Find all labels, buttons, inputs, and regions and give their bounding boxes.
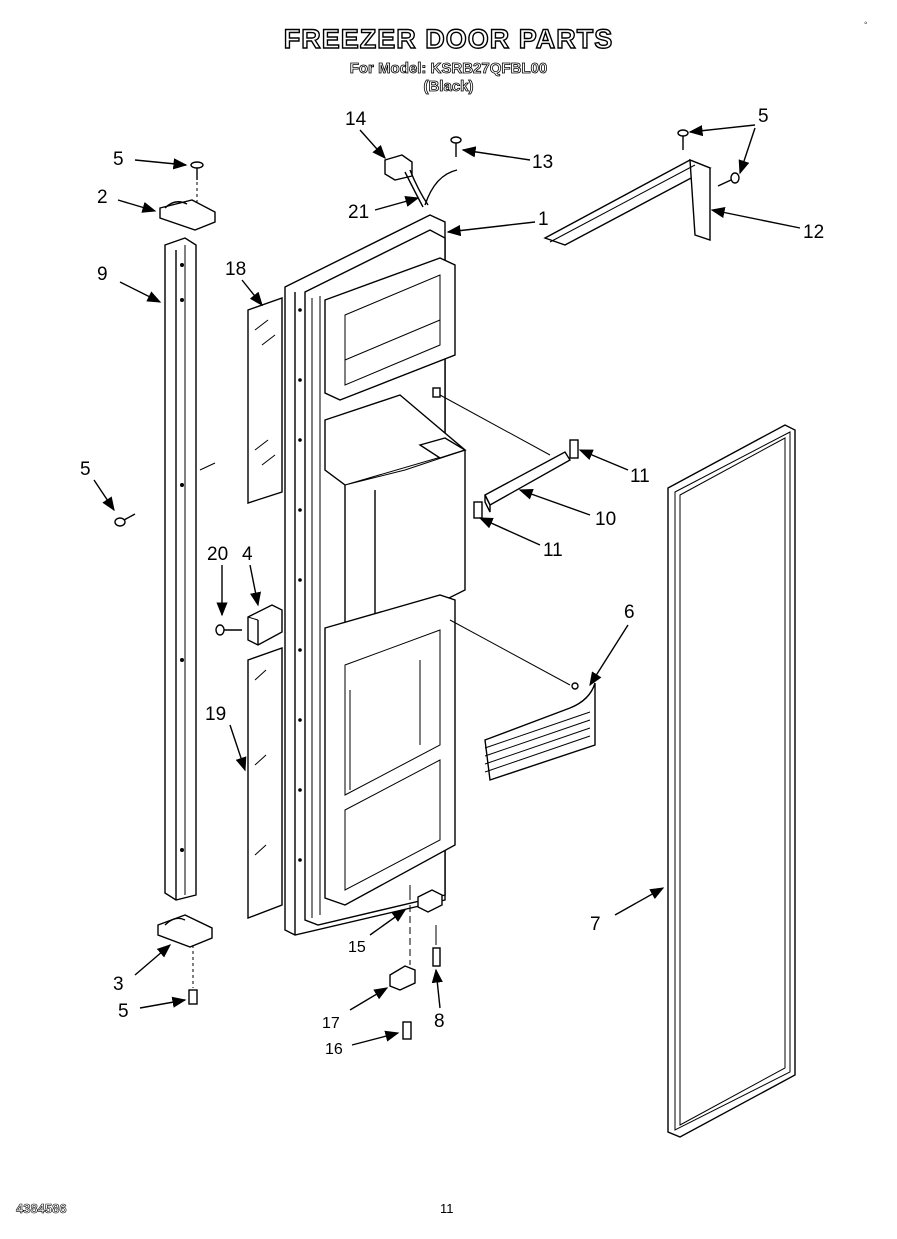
part-8-screw xyxy=(432,925,441,967)
callout-13: 13 xyxy=(532,152,553,173)
part-16-screw xyxy=(402,1021,412,1040)
callout-labels: 5 2 9 5 18 20 4 19 3 5 14 21 13 1 5 12 1… xyxy=(80,106,824,1058)
door-flange-dots xyxy=(298,308,302,862)
callout-21: 21 xyxy=(348,202,369,223)
part-14-wire-harness xyxy=(384,154,458,208)
callout-11: 11 xyxy=(543,540,563,561)
callout-16: 16 xyxy=(325,1041,343,1058)
document-number: 4384586 xyxy=(16,1201,67,1217)
part-19-lower-panel xyxy=(247,647,283,920)
page-number: 11 xyxy=(440,1201,454,1216)
callout-20: 20 xyxy=(207,544,228,565)
page-title: FREEZER DOOR PARTS xyxy=(283,23,614,54)
screw-bottom-hinge xyxy=(188,945,198,1005)
callout-19: 19 xyxy=(205,704,226,725)
callout-17: 17 xyxy=(322,1015,340,1032)
callout-5: 5 xyxy=(758,106,769,127)
part-18-upper-panel xyxy=(247,297,283,504)
part-10-bracket xyxy=(484,451,571,513)
part-13-screw xyxy=(450,136,462,157)
callout-12: 12 xyxy=(803,222,824,243)
corner-mark: ◦ xyxy=(864,18,868,29)
leader-lines xyxy=(93,124,801,1046)
callout-3: 3 xyxy=(113,974,124,995)
callout-1: 1 xyxy=(538,209,549,230)
part-20-screw xyxy=(215,624,242,636)
callout-9: 9 xyxy=(97,264,108,285)
part-9-trim-strip xyxy=(164,237,216,901)
callout-6: 6 xyxy=(624,602,635,623)
part-6-wire-shelf xyxy=(484,682,596,781)
screw-top-trim-a xyxy=(677,129,689,150)
callout-5: 5 xyxy=(113,149,124,170)
screw-strip xyxy=(114,513,136,527)
callout-11: 11 xyxy=(630,466,650,487)
part-7-gasket xyxy=(667,424,796,1138)
part-15-hinge-pin-block xyxy=(409,885,443,913)
callout-10: 10 xyxy=(595,509,616,530)
callout-5: 5 xyxy=(80,459,91,480)
part-17-block xyxy=(389,965,416,991)
model-line: For Model: KSRB27QFBL00 xyxy=(349,60,548,78)
screw-top-trim-b xyxy=(717,172,740,187)
part-11-cap-lower xyxy=(473,501,483,519)
callout-14: 14 xyxy=(345,109,367,130)
callout-18: 18 xyxy=(225,259,246,280)
color-line: (Black) xyxy=(423,78,474,96)
part-3-bottom-hinge xyxy=(157,914,213,948)
part-1-door xyxy=(284,214,571,936)
part-12-top-trim xyxy=(543,158,712,246)
part-11-cap-upper xyxy=(569,439,579,459)
callout-4: 4 xyxy=(242,544,253,565)
screw-top-hinge xyxy=(190,161,204,205)
callout-15: 15 xyxy=(348,939,366,956)
callout-2: 2 xyxy=(97,187,108,208)
callout-7: 7 xyxy=(590,914,601,935)
callout-5: 5 xyxy=(118,1001,129,1022)
part-2-top-hinge xyxy=(159,199,216,231)
callout-8: 8 xyxy=(434,1011,445,1032)
part-4-bracket xyxy=(247,604,283,646)
